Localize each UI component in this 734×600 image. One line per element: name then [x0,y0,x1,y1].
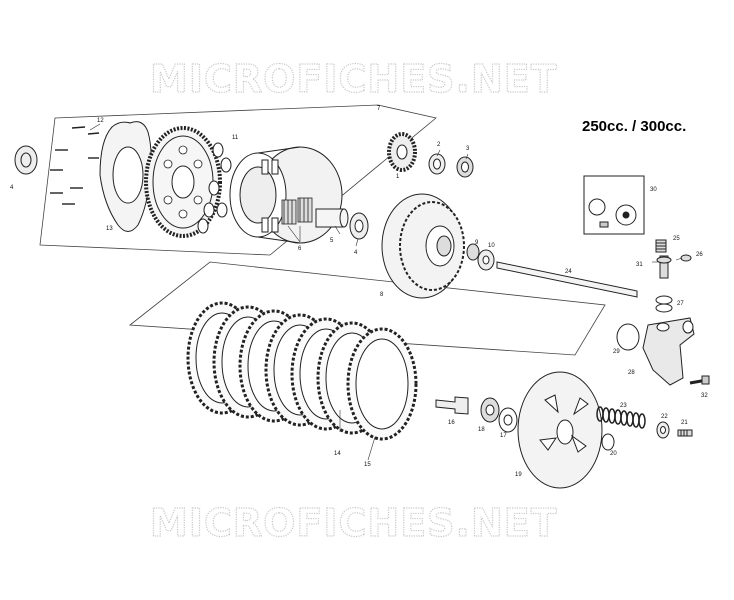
push-piece-part-16 [435,396,469,415]
callout-29: 29 [613,349,620,355]
callout-19: 19 [515,472,522,478]
group-outline-plates [128,261,606,356]
callout-15: 15 [364,462,371,468]
callout-12: 12 [97,118,104,124]
cushion-rings-part-11 [197,142,232,234]
callout-8: 8 [380,292,384,298]
bushing-part-5 [315,208,349,228]
callout-7: 7 [377,106,381,112]
slave-cylinder-part-28 [642,317,695,386]
callout-5: 5 [330,238,334,244]
push-rod-part-24 [496,261,638,298]
callout-9: 9 [475,240,479,246]
callout-16: 16 [448,420,455,426]
callout-3: 3 [466,146,470,152]
washer-part-2 [428,153,446,175]
watermark-top: MICROFICHES.NET [150,57,558,101]
bolt-part-32 [689,375,710,385]
inner-hub-part-8 [381,193,465,299]
leader-lines [89,123,683,461]
bolts-part-12 [50,126,100,205]
washer-part-10 [477,249,495,271]
screw-part-21 [677,429,693,437]
callout-17: 17 [500,433,507,439]
o-ring-part-29 [616,323,640,351]
o-ring-part-20 [601,433,615,451]
callout-22: 22 [661,414,668,420]
washer-part-17 [498,407,518,433]
callout-24: 24 [565,269,572,275]
callout-18: 18 [478,427,485,433]
needle-bearings-part-6 [281,197,313,225]
washer-part-4-left [14,145,38,175]
plate-part-13 [99,121,152,232]
model-label: 250cc. / 300cc. [582,118,687,135]
bleeder-part-25-26 [655,239,692,279]
callout-1: 1 [396,174,400,180]
callout-23: 23 [620,403,627,409]
washer-part-22 [656,421,670,439]
pressure-plate-part-19 [517,371,603,489]
callout-4-right: 4 [354,250,358,256]
clutch-plates-part-14-15 [186,301,418,441]
gear-part-1 [387,132,417,172]
o-ring-part-27 [655,295,673,313]
callout-21: 21 [681,420,688,426]
group-outline-upper [39,104,437,256]
callout-31: 31 [636,262,643,268]
callout-6: 6 [298,246,302,252]
callout-10: 10 [488,243,495,249]
seal-kit-part-30 [583,175,645,235]
clutch-basket [229,146,343,244]
spring-part-23 [596,406,646,429]
callout-26: 26 [696,252,703,258]
callout-13: 13 [106,226,113,232]
callout-4-left: 4 [10,185,14,191]
callout-11: 11 [232,135,239,141]
callout-14: 14 [334,451,341,457]
callout-32: 32 [701,393,708,399]
watermark-bottom: MICROFICHES.NET [150,501,558,545]
bearing-part-18 [480,397,500,423]
callout-25: 25 [673,236,680,242]
callout-2: 2 [437,142,441,148]
callout-30: 30 [650,187,657,193]
washer-part-4-right [349,212,369,240]
nut-part-9 [466,243,480,261]
callout-20: 20 [610,451,617,457]
callout-28: 28 [628,370,635,376]
nut-part-3 [456,156,474,178]
callout-27: 27 [677,301,684,307]
primary-gear-part-11 [144,126,222,238]
